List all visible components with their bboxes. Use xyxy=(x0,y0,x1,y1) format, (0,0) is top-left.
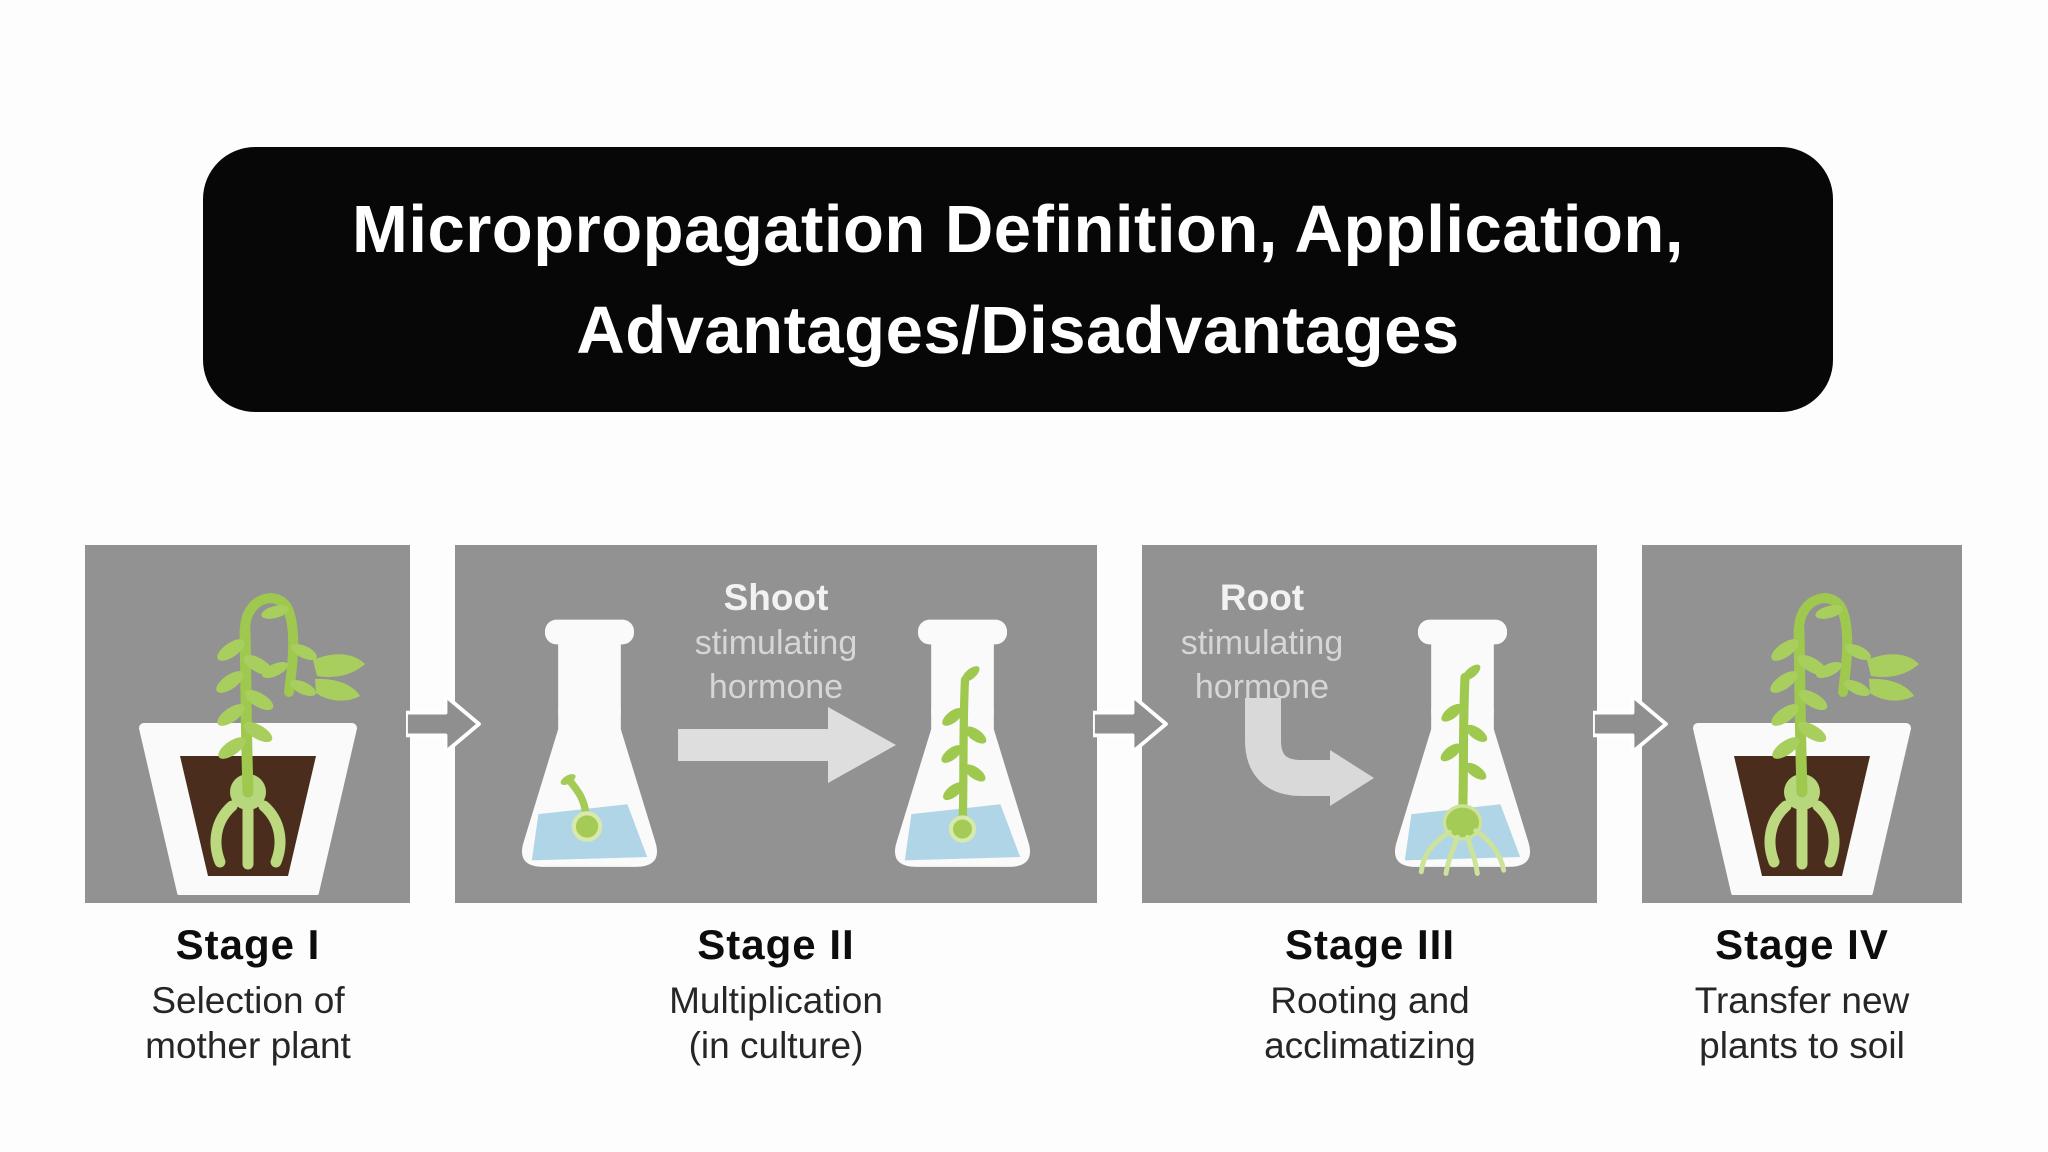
flask-explant-icon xyxy=(521,619,658,867)
stage1-caption: Stage I Selection of mother plant xyxy=(88,921,408,1068)
stage4-caption: Stage IV Transfer new plants to soil xyxy=(1642,921,1962,1068)
title-line-1: Micropropagation Definition, Application… xyxy=(352,191,1684,267)
annotation-light-line: hormone xyxy=(708,668,844,706)
stage-desc-line: Multiplication xyxy=(669,980,883,1021)
annotation-light-line: stimulating xyxy=(694,624,858,662)
potted-plant-icon xyxy=(1693,593,1919,895)
stage-heading: Stage II xyxy=(697,921,855,968)
annotation-bold-line: Root xyxy=(1219,577,1305,618)
stage-heading: Stage IV xyxy=(1715,921,1889,968)
stage-desc-line: mother plant xyxy=(145,1025,351,1066)
stage-desc-line: Rooting and xyxy=(1270,980,1470,1021)
curved-arrow-icon xyxy=(1245,698,1374,806)
hormone-arrow-icon xyxy=(678,707,896,783)
stage-desc-line: (in culture) xyxy=(688,1025,864,1066)
annotation-light-line: stimulating xyxy=(1180,624,1344,662)
stage-desc-line: plants to soil xyxy=(1699,1025,1905,1066)
stage-heading: Stage I xyxy=(175,921,321,968)
stage-desc-line: acclimatizing xyxy=(1264,1025,1476,1066)
stage-desc-line: Selection of xyxy=(151,980,345,1021)
right-arrow-icon xyxy=(406,693,481,755)
stage3-caption: Stage III Rooting and acclimatizing xyxy=(1210,921,1530,1068)
title-banner: Micropropagation Definition, Application… xyxy=(203,147,1833,412)
stage-desc-line: Transfer new xyxy=(1694,980,1910,1021)
flask-shoot-icon xyxy=(894,619,1031,867)
title-line-2: Advantages/Disadvantages xyxy=(576,292,1460,368)
potted-plant-icon xyxy=(139,593,365,895)
stage-heading: Stage III xyxy=(1284,921,1456,968)
flask-rooted-plantlet-icon xyxy=(1394,619,1531,876)
root-hormone-label: Root stimulating hormone xyxy=(1112,575,1412,709)
stage2-caption: Stage II Multiplication (in culture) xyxy=(616,921,936,1068)
shoot-hormone-label: Shoot stimulating hormone xyxy=(626,575,926,709)
right-arrow-icon xyxy=(1093,693,1168,755)
right-arrow-icon xyxy=(1593,693,1668,755)
annotation-bold-line: Shoot xyxy=(723,577,829,618)
